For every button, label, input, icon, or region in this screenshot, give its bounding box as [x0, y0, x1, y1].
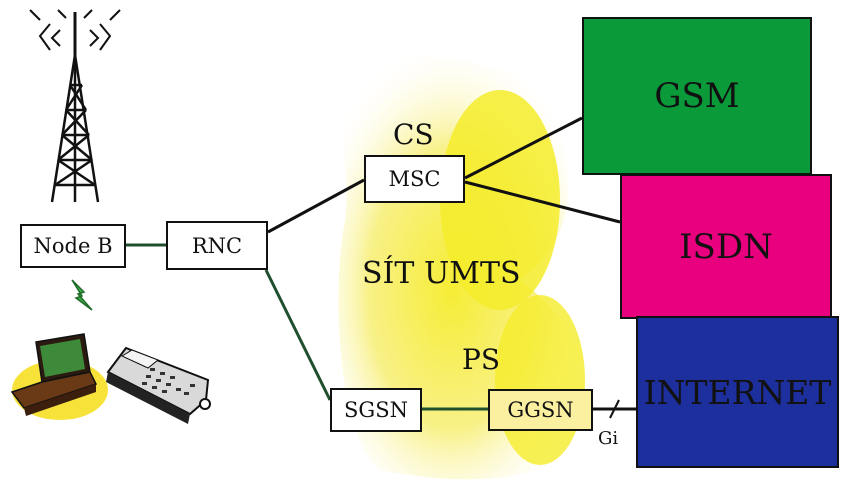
radio-tower-icon	[29, 9, 121, 203]
node-b-box: Node B	[20, 224, 126, 268]
isdn-label: ISDN	[679, 226, 773, 267]
ps-domain-label: PS	[462, 343, 501, 376]
mobile-phone-icon	[106, 346, 211, 424]
signal-bolt-icon	[71, 279, 93, 311]
msc-label: MSC	[388, 167, 441, 191]
internet-network: INTERNET	[636, 316, 839, 468]
node-b-label: Node B	[33, 234, 113, 258]
diagram-title: SÍT UMTS	[362, 256, 521, 291]
gi-interface-label: Gi	[598, 428, 619, 449]
internet-label: INTERNET	[643, 372, 832, 412]
isdn-network: ISDN	[620, 174, 832, 319]
gsm-network: GSM	[582, 17, 812, 175]
rnc-box: RNC	[166, 221, 268, 270]
link-rnc-sgsn	[264, 269, 332, 401]
ggsn-label: GGSN	[507, 398, 574, 422]
link-msc-isdn	[464, 180, 621, 224]
rnc-label: RNC	[191, 233, 243, 258]
cs-domain-label: CS	[393, 118, 434, 151]
laptop-icon	[10, 333, 108, 420]
sgsn-label: SGSN	[344, 398, 408, 422]
gsm-label: GSM	[654, 76, 740, 116]
msc-box: MSC	[364, 155, 465, 203]
link-rnc-msc	[267, 178, 365, 234]
ggsn-box: GGSN	[488, 389, 593, 431]
gi-tick	[609, 399, 620, 419]
link-msc-gsm	[464, 116, 583, 180]
sgsn-box: SGSN	[330, 388, 422, 432]
